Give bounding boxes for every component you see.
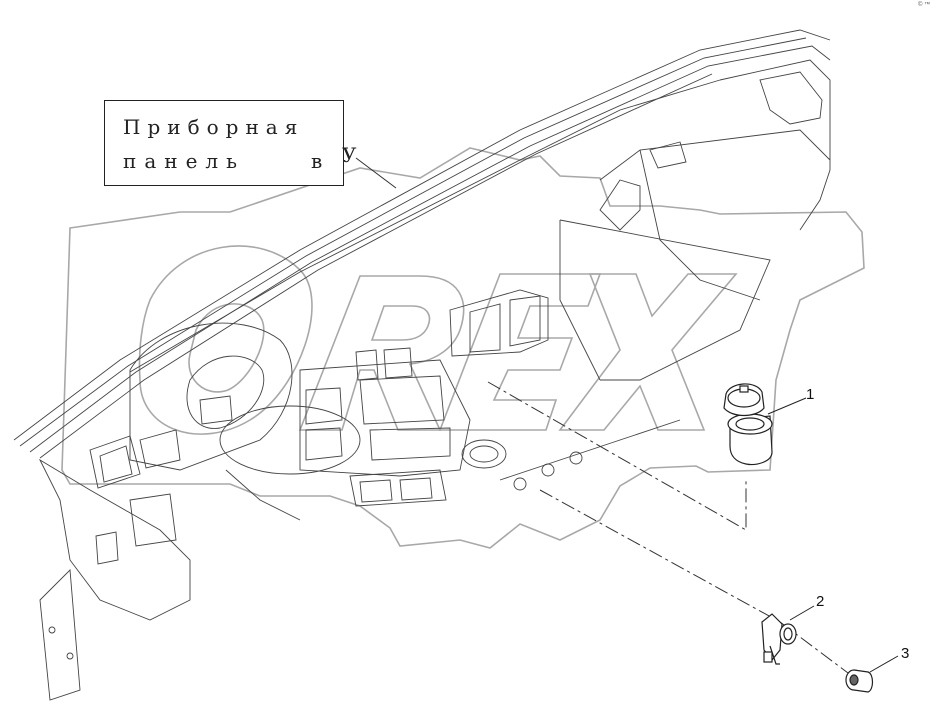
axis-part1 <box>487 381 747 531</box>
callout-1: 1 <box>806 386 815 403</box>
assembly-axes <box>487 381 853 677</box>
callout-3: 3 <box>901 645 910 662</box>
axis-part2-3 <box>539 489 853 677</box>
watermark-letter-r-inner <box>370 305 431 341</box>
label-line-2-tail: в <box>311 149 323 173</box>
part-2-holder <box>761 613 797 665</box>
watermark-gear <box>61 147 865 549</box>
leader-3 <box>869 655 899 673</box>
part-1-socket <box>723 383 773 466</box>
label-leader <box>355 157 397 189</box>
orex-watermark <box>61 147 865 549</box>
watermark-letter-r <box>298 275 465 431</box>
part-3-plug <box>845 669 874 693</box>
leader-1 <box>767 397 807 415</box>
dashboard-outline <box>13 29 831 701</box>
leader-2 <box>789 605 815 621</box>
label-line-2: панель <box>123 149 246 173</box>
label-box: Приборная панель в <box>104 100 344 186</box>
watermark-letter-o-inner <box>188 303 265 393</box>
label-line-1: Приборная <box>123 115 305 139</box>
corner-mark: © ™ <box>918 2 931 8</box>
watermark-letter-x <box>558 273 738 431</box>
callout-2: 2 <box>816 593 825 610</box>
label-suffix: У <box>342 143 357 167</box>
